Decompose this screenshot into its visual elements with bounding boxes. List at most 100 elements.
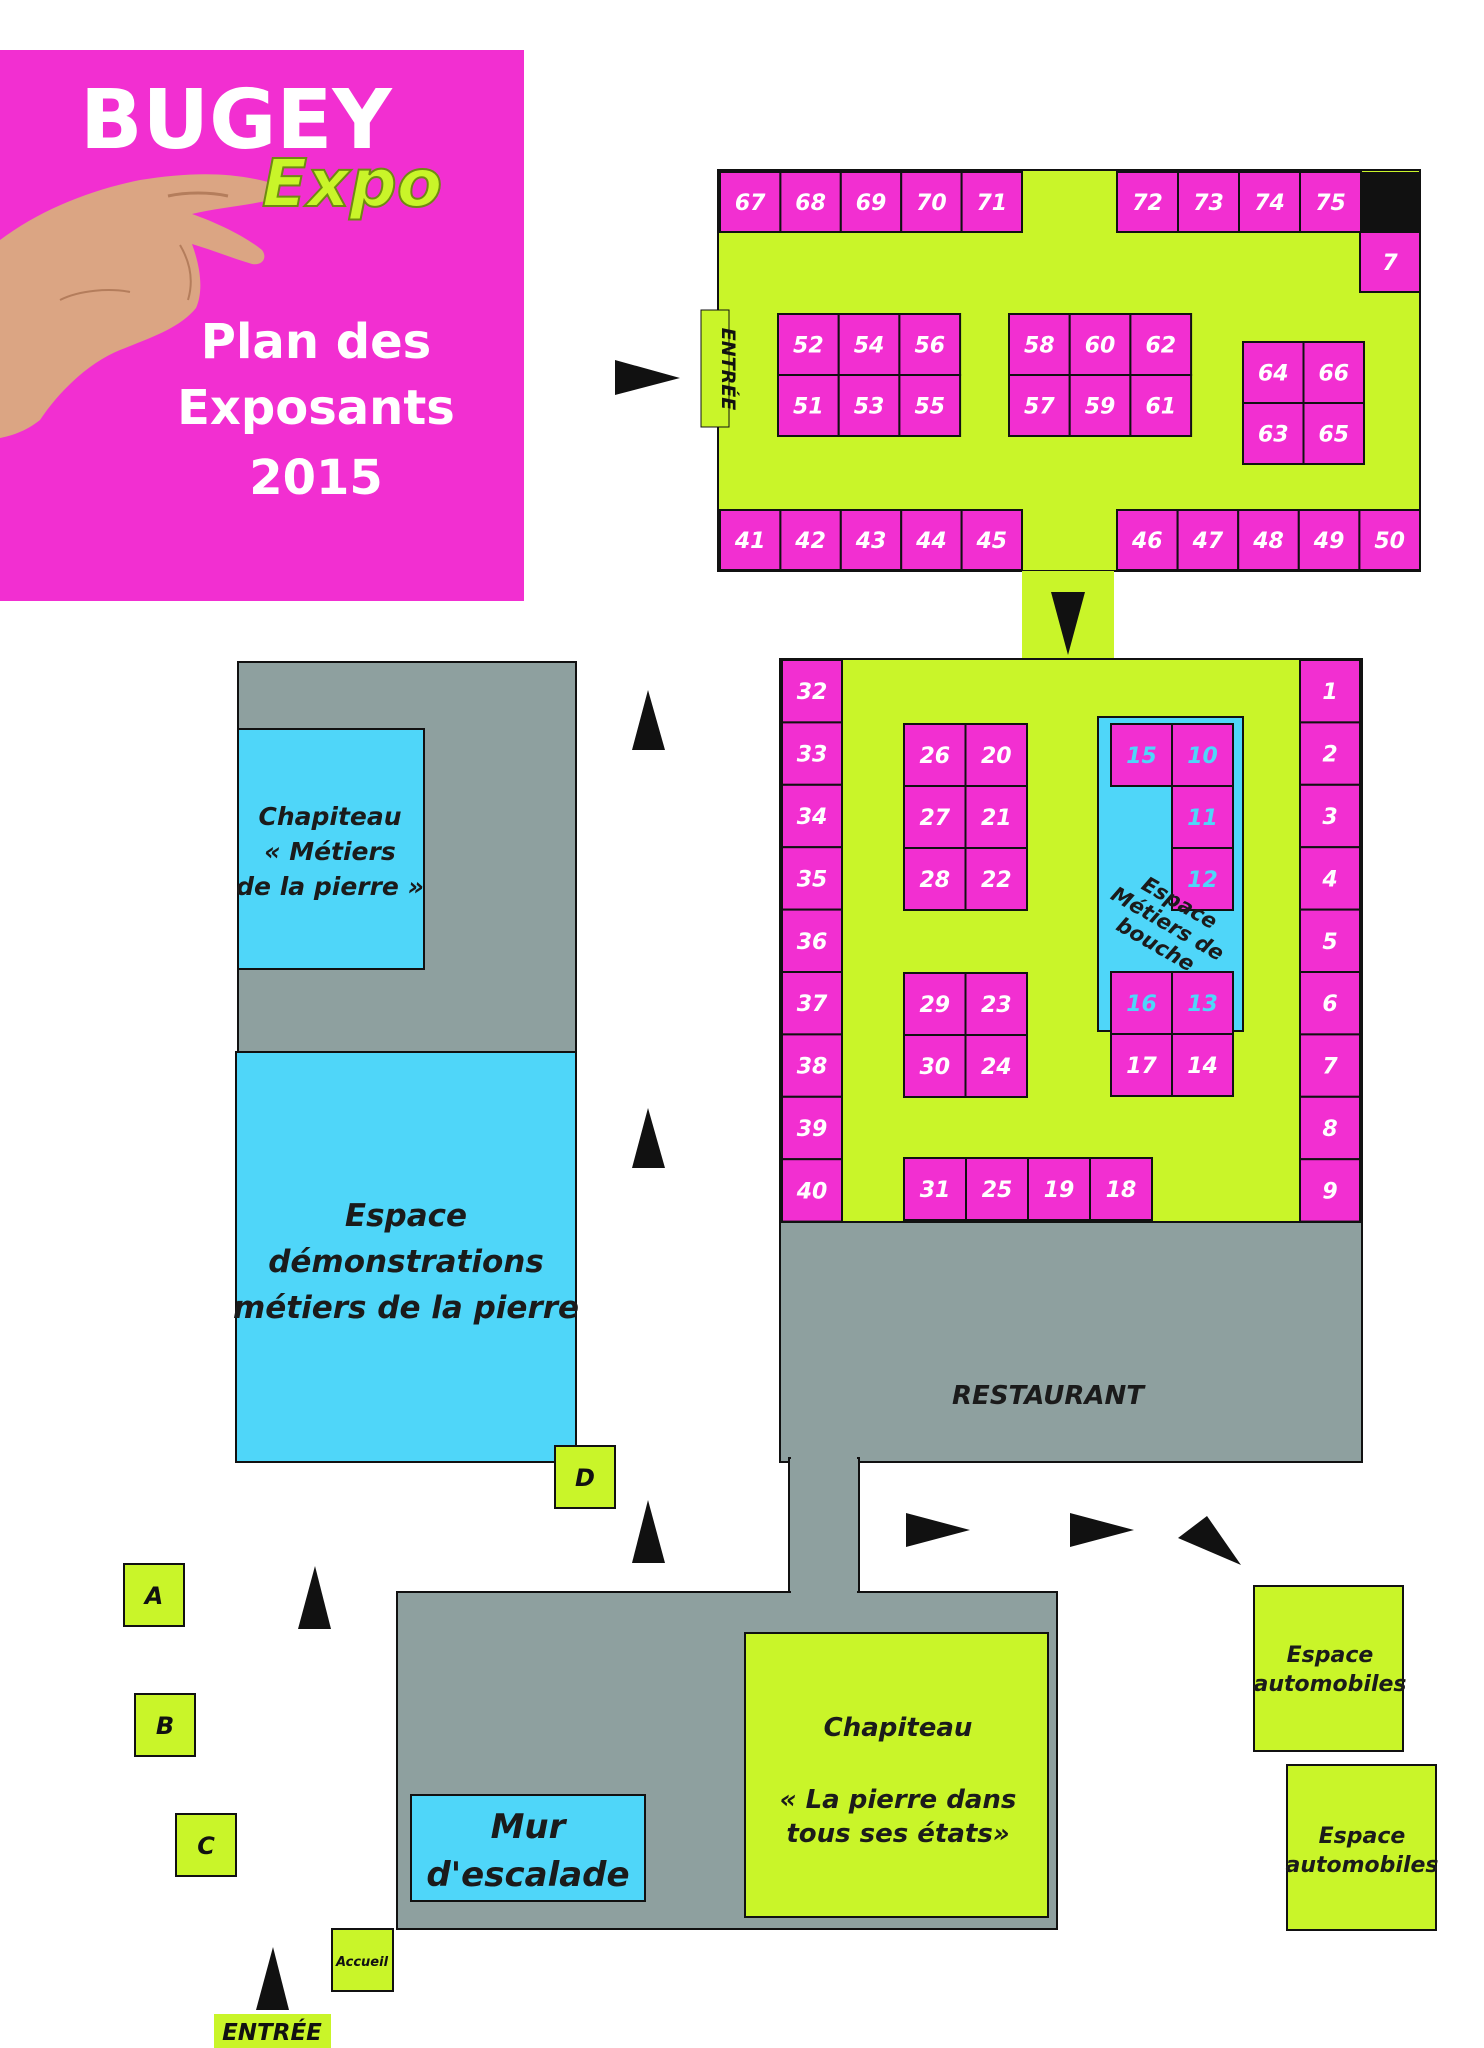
- stand-45[interactable]: 45: [960, 509, 1023, 571]
- stand-24[interactable]: 24: [964, 1034, 1028, 1098]
- stand-box: [1302, 402, 1365, 465]
- stand-36[interactable]: 36: [781, 908, 843, 973]
- stand-63[interactable]: 63: [1242, 402, 1305, 465]
- stand-52[interactable]: 52: [777, 313, 840, 376]
- auto1-line-1: Espace: [1287, 1643, 1374, 1668]
- stand-49[interactable]: 49: [1297, 509, 1361, 571]
- stand-2[interactable]: 2: [1299, 721, 1361, 786]
- box-c[interactable]: C: [175, 1813, 237, 1877]
- stand-number: 62: [1145, 334, 1176, 359]
- stand-4[interactable]: 4: [1299, 846, 1361, 911]
- stand-61[interactable]: 61: [1129, 374, 1193, 437]
- box-a[interactable]: A: [123, 1563, 185, 1627]
- stand-40[interactable]: 40: [781, 1158, 843, 1223]
- stand-17[interactable]: 17: [1110, 1033, 1173, 1097]
- stand-47[interactable]: 47: [1176, 509, 1240, 571]
- stand-38[interactable]: 38: [781, 1033, 843, 1098]
- stand-8[interactable]: 8: [1299, 1095, 1361, 1161]
- box-frame: [554, 1445, 616, 1509]
- stand-26[interactable]: 26: [903, 723, 967, 787]
- stand-34[interactable]: 34: [781, 783, 843, 849]
- stand-41[interactable]: 41: [719, 509, 782, 571]
- stand-69[interactable]: 69: [839, 171, 903, 233]
- stand-54[interactable]: 54: [837, 313, 901, 376]
- stand-59[interactable]: 59: [1068, 374, 1132, 437]
- box-b[interactable]: B: [134, 1693, 196, 1757]
- stand-7[interactable]: 7: [1299, 1033, 1361, 1098]
- stand-20[interactable]: 20: [964, 723, 1028, 787]
- stand-73[interactable]: 73: [1177, 171, 1240, 233]
- chapiteau-pierre: [237, 728, 425, 970]
- stand-66[interactable]: 66: [1302, 341, 1365, 404]
- stand-box: [1299, 783, 1361, 849]
- stand-number: 26: [919, 744, 950, 769]
- stand-box: [1089, 1157, 1153, 1221]
- stand-65[interactable]: 65: [1302, 402, 1365, 465]
- stand-box: [1008, 374, 1071, 437]
- stand-18[interactable]: 18: [1089, 1157, 1153, 1221]
- mur-escalade: [410, 1794, 646, 1902]
- stand-30[interactable]: 30: [903, 1034, 967, 1098]
- stand-box: [781, 1158, 843, 1223]
- stand-37[interactable]: 37: [781, 971, 843, 1036]
- stand-27[interactable]: 27: [903, 785, 967, 849]
- stand-57[interactable]: 57: [1008, 374, 1071, 437]
- stand-50[interactable]: 50: [1358, 509, 1422, 571]
- stand-box: [1359, 231, 1421, 293]
- mur-line-1: Mur: [491, 1807, 568, 1847]
- stand-64[interactable]: 64: [1242, 341, 1305, 404]
- stand-16[interactable]: 16: [1110, 971, 1173, 1035]
- stand-48[interactable]: 48: [1237, 509, 1300, 571]
- stand-58[interactable]: 58: [1008, 313, 1071, 376]
- stand-1[interactable]: 1: [1299, 659, 1361, 724]
- stand-51[interactable]: 51: [777, 374, 840, 437]
- stand-19[interactable]: 19: [1027, 1157, 1091, 1221]
- stand-13[interactable]: 13: [1171, 971, 1234, 1035]
- stand-3[interactable]: 3: [1299, 783, 1361, 849]
- chap-etats-line-3: tous ses états»: [786, 1819, 1009, 1849]
- stand-75[interactable]: 75: [1299, 171, 1362, 233]
- arrow-right-icon: [1070, 1513, 1134, 1547]
- stand-74[interactable]: 74: [1238, 171, 1301, 233]
- stand-46[interactable]: 46: [1116, 509, 1179, 571]
- stand-43[interactable]: 43: [839, 509, 903, 571]
- stand-14[interactable]: 14: [1171, 1033, 1234, 1097]
- stand-39[interactable]: 39: [781, 1095, 843, 1161]
- stand-35[interactable]: 35: [781, 846, 843, 911]
- stand-53[interactable]: 53: [837, 374, 901, 437]
- stand-32[interactable]: 32: [781, 659, 843, 724]
- stand-72[interactable]: 72: [1116, 171, 1179, 233]
- stand-number: 44: [915, 529, 947, 554]
- stand-12[interactable]: 12: [1171, 847, 1234, 911]
- stand-box: [1299, 846, 1361, 911]
- stand-22[interactable]: 22: [964, 847, 1028, 911]
- stand-6[interactable]: 6: [1299, 971, 1361, 1036]
- stand-62[interactable]: 62: [1129, 313, 1193, 376]
- stand-42[interactable]: 42: [779, 509, 842, 571]
- stand-55[interactable]: 55: [898, 374, 962, 437]
- stand-68[interactable]: 68: [779, 171, 842, 233]
- stand-21[interactable]: 21: [964, 785, 1028, 849]
- stand-25[interactable]: 25: [965, 1157, 1029, 1221]
- stand-70[interactable]: 70: [900, 171, 963, 233]
- stand-7[interactable]: 7: [1359, 231, 1421, 293]
- stand-5[interactable]: 5: [1299, 908, 1361, 973]
- stand-29[interactable]: 29: [903, 972, 967, 1036]
- stand-11[interactable]: 11: [1171, 785, 1234, 849]
- stand-71[interactable]: 71: [960, 171, 1023, 233]
- stand-60[interactable]: 60: [1068, 313, 1132, 376]
- stand-28[interactable]: 28: [903, 847, 967, 911]
- stand-23[interactable]: 23: [964, 972, 1028, 1036]
- stand-box: [719, 509, 782, 571]
- stand-33[interactable]: 33: [781, 721, 843, 786]
- box-d[interactable]: D: [554, 1445, 616, 1509]
- stand-67[interactable]: 67: [719, 171, 782, 233]
- stand-15[interactable]: 15: [1110, 723, 1173, 787]
- stand-10[interactable]: 10: [1171, 723, 1234, 787]
- stand-31[interactable]: 31: [903, 1157, 967, 1221]
- stand-44[interactable]: 44: [900, 509, 963, 571]
- stand-56[interactable]: 56: [898, 313, 962, 376]
- stand-9[interactable]: 9: [1299, 1158, 1361, 1223]
